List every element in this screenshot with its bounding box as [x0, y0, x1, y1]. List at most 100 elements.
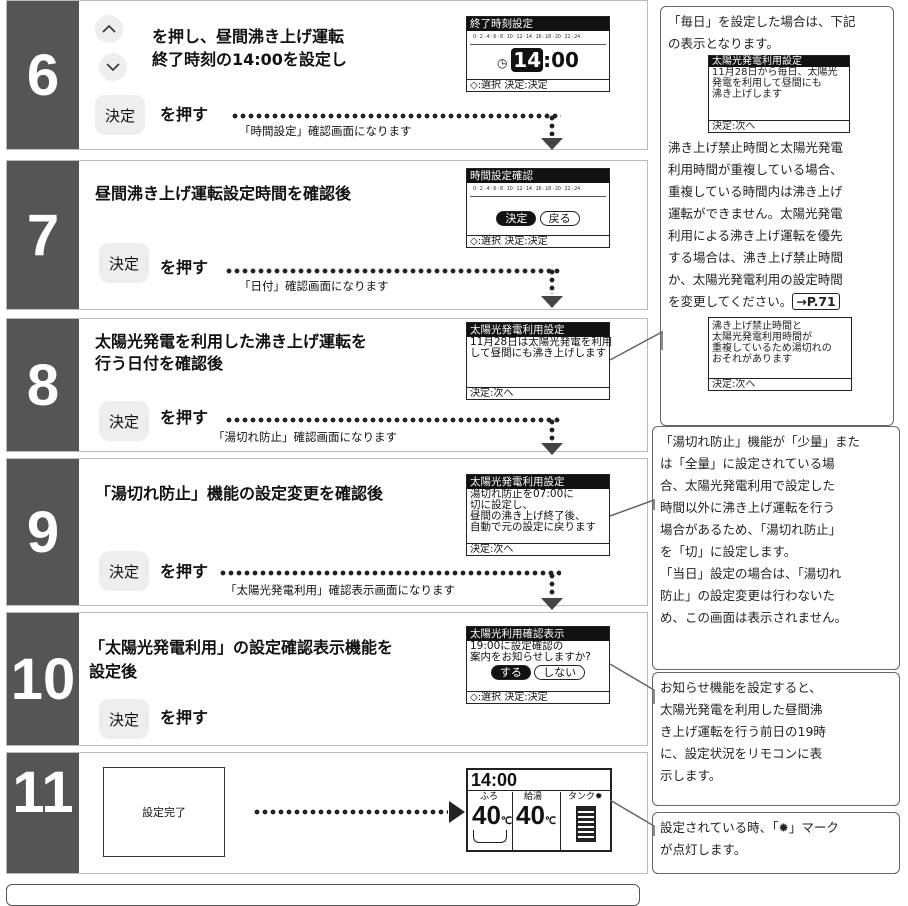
sun-icon: ✹ — [595, 792, 603, 802]
sun-icon: ✹ — [778, 820, 789, 835]
screen-footer: ◇:選択 決定:決定 — [467, 235, 609, 247]
screen-footer: ◇:選択 決定:決定 — [467, 79, 609, 91]
screen-text: 11月28日は太陽光発電を利用 — [470, 336, 613, 348]
dotted-connector — [549, 268, 555, 294]
note-text: 「毎日」を設定した場合は、下記 — [668, 14, 856, 29]
kettei-button[interactable]: 決定 — [95, 95, 145, 135]
step-number: 10 — [7, 613, 79, 745]
option-row: 決定 戻る — [467, 211, 609, 226]
supply-temp-value: 40 — [516, 800, 545, 830]
remote-screen-shortage-prevention: 太陽光発電利用設定 湯切れ防止を07:00に 切に設定し、 昼間の沸き上げ終了後… — [466, 474, 610, 556]
screen-text: 19:00に設定確認の — [470, 640, 564, 652]
note-text: か、太陽光発電利用の設定時間 — [668, 272, 843, 287]
bathtub-icon — [473, 830, 507, 843]
arrow-down-icon — [541, 138, 563, 150]
mini-screen-title: 太陽光発電利用設定 — [709, 56, 849, 67]
mini-screen-text: 11月28日から毎日、太陽光 — [712, 67, 838, 78]
screen-footer: 決定:次へ — [467, 387, 609, 399]
screen-text: 昼間の沸き上げ終了後、 — [470, 510, 586, 522]
kettei-button[interactable]: 決定 — [99, 699, 149, 739]
complete-box: 設定完了 — [103, 767, 225, 857]
screen-footer: 決定:次へ — [467, 543, 609, 555]
clock-icon: ◷ — [497, 56, 512, 70]
chevron-up-icon[interactable] — [95, 15, 123, 43]
note-text: 場合があるため、「湯切れ防止」 — [660, 522, 842, 537]
screen-text: 切に設定し、 — [470, 499, 533, 511]
mini-screen-footer: 決定:次へ — [709, 120, 849, 132]
note-text: を変更してください。 — [668, 294, 793, 309]
step-number: 9 — [7, 459, 79, 605]
arrow-down-icon — [541, 296, 563, 308]
screen-text: 案内をお知らせしますか? — [470, 651, 591, 663]
remote-screen-usage-notice: 太陽光利用確認表示 19:00に設定確認の 案内をお知らせしますか? する しな… — [466, 626, 610, 704]
note-text: お知らせ機能を設定すると、 — [660, 680, 822, 695]
note-text: 設定されている時、「 — [660, 820, 779, 835]
note-text: 「当日」設定の場合は、「湯切れ — [660, 566, 842, 581]
time-display: ◷ 14:00 — [467, 48, 609, 74]
mini-screen-footer: 決定:次へ — [709, 378, 851, 390]
press-label: を押す — [160, 562, 209, 581]
step-text: 「湯切れ防止」機能の設定変更を確認後 — [95, 484, 384, 503]
step-text: 「太陽光発電利用」の設定確認表示機能を — [89, 638, 394, 657]
note-text: は「全量」に設定されている場 — [660, 456, 835, 471]
next-screen-note: 「時間設定」確認画面になります — [239, 124, 412, 138]
note-text: を変更してください。→P.71 — [668, 291, 886, 313]
note-text: に、設定状況をリモコンに表 — [660, 746, 823, 761]
chevron-down-icon[interactable] — [99, 53, 127, 81]
mini-screen-text: 太陽光発電利用時間が — [712, 332, 812, 343]
back-option[interactable]: 戻る — [539, 211, 580, 226]
arrow-right-icon — [449, 801, 465, 823]
note-text: 利用時間が重複している場合、 — [668, 162, 843, 177]
note-text: の表示となります。 — [668, 36, 779, 51]
note-text: 防止」の設定変更は行わないた — [660, 588, 836, 603]
step-text: 終了時刻の14:00を設定し — [152, 50, 347, 69]
mini-screen-text: 沸き上げします — [712, 89, 782, 100]
note-shortage-prevention: 「湯切れ防止」機能が「少量」また は「全量」に設定されている場 合、太陽光発電利… — [652, 426, 900, 670]
bath-temp: 40℃ — [472, 802, 512, 835]
kettei-button[interactable]: 決定 — [99, 551, 149, 591]
time-scale: 0 · 2 · 4 · 6 · 8 · 10 · 12 · 14 · 16 · … — [470, 183, 606, 197]
note-text: 太陽光発電を利用した昼間沸 — [660, 702, 823, 717]
note-notification: お知らせ機能を設定すると、 太陽光発電を利用した昼間沸 き上げ運転を行う前日の1… — [652, 672, 900, 806]
dotted-line — [253, 809, 448, 815]
kyuto-label: 給湯 — [524, 792, 543, 802]
bottom-panel — [6, 884, 640, 906]
hour-value: 14 — [511, 48, 544, 72]
step-text: 行う日付を確認後 — [95, 354, 224, 373]
press-label: を押す — [160, 708, 209, 727]
dotted-connector — [549, 114, 555, 136]
unit: ℃ — [544, 816, 557, 827]
yes-option[interactable]: する — [490, 665, 531, 680]
furo-label: ふろ — [480, 792, 499, 802]
next-screen-note: 「太陽光発電利用」確認表示画面になります — [225, 583, 455, 597]
complete-label: 設定完了 — [142, 806, 186, 819]
mini-screen-text: 沸き上げ禁止時間と — [712, 321, 802, 332]
note-text: 運転ができません。太陽光発電 — [668, 206, 843, 221]
mini-screen-text: 発電を利用して昼間にも — [712, 78, 822, 89]
no-option[interactable]: しない — [534, 665, 586, 680]
dotted-line — [225, 417, 561, 423]
screen-title: 終了時刻設定 — [467, 17, 609, 31]
note-text: 「湯切れ防止」機能が「少量」また — [660, 434, 861, 449]
mini-screen-text: 重複しているため湯切れの — [712, 343, 832, 354]
option-row: する しない — [467, 665, 609, 680]
confirm-option[interactable]: 決定 — [496, 211, 537, 226]
tank-text: タンク — [568, 792, 596, 802]
press-label: を押す — [160, 105, 209, 124]
note-text: する場合は、沸き上げ禁止時間 — [668, 250, 844, 265]
page-reference-link[interactable]: →P.71 — [792, 293, 840, 310]
supply-temp: 40℃ — [516, 802, 556, 835]
note-text: め、この画面は表示されません。 — [660, 610, 848, 625]
mini-screen-daily: 太陽光発電利用設定 11月28日から毎日、太陽光 発電を利用して昼間にも 沸き上… — [708, 55, 850, 133]
remote-screen-end-time: 終了時刻設定 0 · 2 · 4 · 6 · 8 · 10 · 12 · 14 … — [466, 16, 610, 92]
dotted-line — [225, 268, 561, 274]
press-label: を押す — [160, 258, 209, 277]
kettei-button[interactable]: 決定 — [99, 401, 149, 441]
note-text: 重複している時間内は沸き上げ — [668, 184, 843, 199]
mini-screen-text: おそれがあります — [712, 354, 792, 365]
kettei-button[interactable]: 決定 — [99, 243, 149, 283]
step-number: 7 — [7, 161, 79, 309]
step-text: 昼間沸き上げ運転設定時間を確認後 — [95, 184, 352, 203]
press-label: を押す — [160, 408, 209, 427]
current-time: 14:00 — [471, 770, 518, 790]
